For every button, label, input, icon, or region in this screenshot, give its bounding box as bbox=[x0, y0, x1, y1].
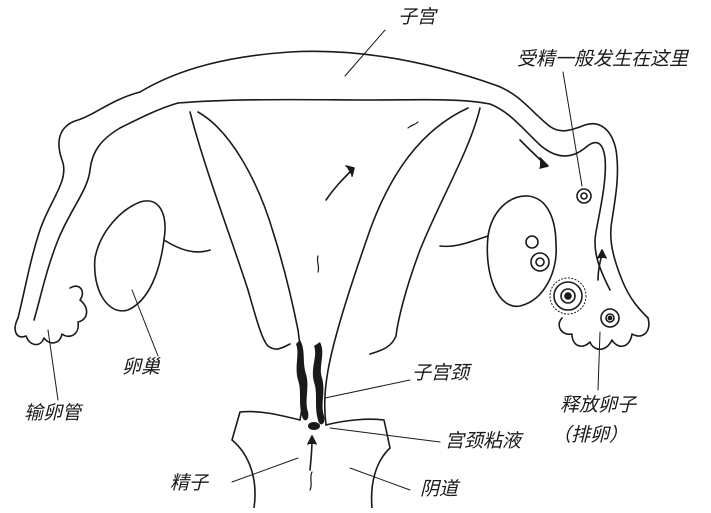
label-sperm: 精子 bbox=[170, 474, 208, 493]
cervical-mucus-left bbox=[296, 340, 308, 420]
fertilized-egg bbox=[577, 189, 591, 203]
left-ovary-ligament bbox=[164, 240, 210, 252]
right-ovary-ligament bbox=[440, 236, 488, 246]
cervical-mucus-right bbox=[313, 342, 325, 424]
vagina-arrow bbox=[310, 440, 312, 470]
right-fimbriae bbox=[559, 318, 649, 349]
label-cervix: 子宫颈 bbox=[412, 364, 469, 383]
left-tube-inner bbox=[34, 103, 178, 320]
vagina-right-wall bbox=[326, 419, 390, 508]
right-ovary bbox=[487, 196, 556, 306]
fertilization-leader bbox=[563, 72, 582, 186]
vagina-leader bbox=[350, 468, 410, 490]
uterus-right-wall bbox=[370, 108, 480, 354]
uterus-inner-fundus bbox=[178, 100, 490, 104]
follicle-1 bbox=[526, 236, 538, 248]
left-tube-outer bbox=[18, 92, 140, 318]
uterine-cavity-right bbox=[336, 108, 468, 336]
cervix-right bbox=[325, 336, 336, 425]
label-ovulation-line2: （排卵） bbox=[552, 426, 628, 445]
label-cervical-mucus: 宫颈粘液 bbox=[445, 432, 521, 451]
right-tube-inner bbox=[490, 104, 610, 290]
label-vagina: 阴道 bbox=[420, 480, 458, 499]
follicle-2 bbox=[531, 253, 549, 271]
ovulation-leader bbox=[598, 332, 600, 390]
uterus-left-wall bbox=[190, 112, 290, 349]
label-fertilization-site: 受精一般发生在这里 bbox=[517, 50, 688, 69]
label-ovary: 卵巢 bbox=[122, 358, 160, 377]
ovary-leader bbox=[132, 290, 158, 356]
sperm-leader bbox=[232, 458, 298, 482]
left-ovary bbox=[95, 201, 165, 311]
label-ovulation-line1: 释放卵子 bbox=[560, 396, 636, 415]
label-fallopian-tube: 输卵管 bbox=[24, 404, 81, 423]
vagina-left-wall bbox=[232, 412, 300, 508]
left-fimbriae bbox=[15, 286, 86, 344]
uterine-cavity-left bbox=[198, 112, 298, 330]
uterus-arrow bbox=[326, 170, 352, 200]
label-uterus: 子宫 bbox=[398, 8, 436, 27]
uterus-fundus bbox=[140, 51, 498, 92]
cervix-leader bbox=[325, 380, 410, 398]
tube-leader bbox=[48, 330, 58, 400]
mucus-leader bbox=[330, 428, 440, 442]
